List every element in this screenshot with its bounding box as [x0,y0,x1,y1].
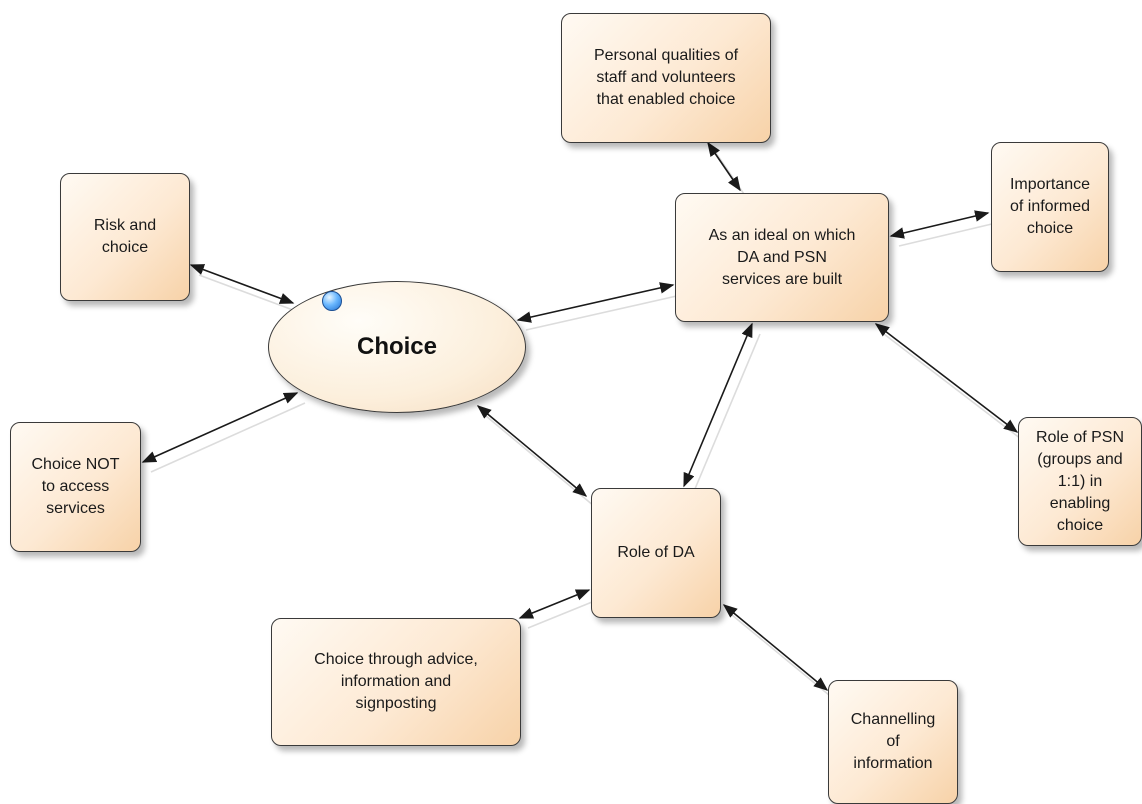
connector-ideal-da[interactable] [683,322,753,488]
connector-da-channel[interactable] [722,604,829,691]
connector-ideal-psn[interactable] [874,323,1019,433]
node-label: Choice through advice, information and s… [314,651,478,712]
connector-central-risk[interactable] [189,264,295,304]
connector-ideal-informed[interactable] [889,210,990,239]
node-label: Channelling of information [850,711,936,772]
central-node-choice[interactable]: Choice [268,281,526,413]
connector-shadow-da-advice [527,599,598,629]
selection-handle-icon[interactable] [322,291,342,311]
connector-shadow-ideal-da [691,333,761,497]
connector-shadow-central-not-access [150,402,306,473]
node-label: Role of PSN (groups and 1:1) in enabling… [1035,428,1125,534]
connector-central-ideal[interactable] [516,282,675,323]
node-label: Personal qualities of staff and voluntee… [593,47,739,108]
node-label: Role of DA [617,544,695,561]
connector-shadow-ideal-informed [898,222,997,247]
node-informed-choice[interactable]: Importance of informed choice [991,142,1109,272]
connector-central-da[interactable] [476,405,588,497]
connector-ideal-personal[interactable] [707,141,741,192]
node-risk-and-choice[interactable]: Risk and choice [60,173,190,301]
connector-shadow-central-risk [198,274,302,314]
node-choice-not-to-access[interactable]: Choice NOT to access services [10,422,141,552]
node-label: Choice NOT to access services [31,456,120,517]
node-role-of-da[interactable]: Role of DA [591,488,721,618]
connector-central-not-access[interactable] [141,392,299,463]
connector-da-advice[interactable] [518,589,591,619]
connector-shadow-da-channel [731,614,836,701]
connector-shadow-central-da [485,415,595,507]
node-channelling-information[interactable]: Channelling of information [828,680,958,804]
node-role-of-psn[interactable]: Role of PSN (groups and 1:1) in enabling… [1018,417,1142,546]
node-personal-qualities[interactable]: Personal qualities of staff and voluntee… [561,13,771,143]
node-label: Importance of informed choice [1009,176,1091,237]
connector-shadow-ideal-psn [883,333,1026,443]
central-node-label: Choice [356,333,437,360]
node-label: As an ideal on which DA and PSN services… [708,226,856,288]
node-label: Risk and choice [93,217,157,256]
node-choice-through-advice[interactable]: Choice through advice, information and s… [271,618,521,746]
node-ideal-services[interactable]: As an ideal on which DA and PSN services… [675,193,889,322]
